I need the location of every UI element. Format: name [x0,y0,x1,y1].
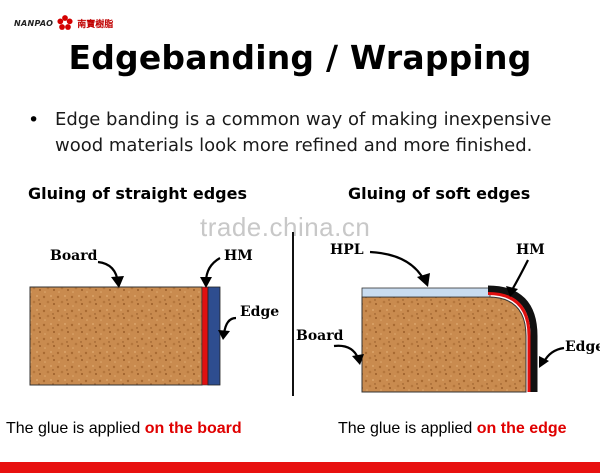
soft-edge-band [487,285,538,392]
board-arrow-head [111,276,124,288]
hpl-arrow [369,250,425,281]
logo-chinese-name: 南寶樹脂 [77,19,114,30]
bullet-point-icon: • [28,109,40,131]
label-board-left: Board [50,248,98,264]
label-edge-left: Edge [240,304,280,320]
soft-glue-layer [487,292,531,392]
label-hm-left: HM [224,248,253,264]
logo-wordmark: NANPAO [14,18,54,28]
logo: NANPAO 南寶樹脂 [14,14,113,32]
hm-arrow-left-head [200,277,212,288]
hpl-arrow-head [417,273,430,287]
edge-arrow-right [543,346,565,363]
caption-soft-highlight: on the edge [476,420,567,437]
hpl-layer [361,287,491,298]
edge-arrow-right-head [539,356,549,368]
flower-logo-icon [57,15,73,30]
hm-arrow-right [511,259,529,291]
caption-straight-highlight: on the board [144,420,242,437]
caption-soft-prefix: The glue is applied [338,420,477,437]
label-edge-right: Edge [565,339,600,355]
bullet-text: Edge banding is a common way of making i… [55,109,552,156]
soft-board [362,297,526,392]
caption-straight-prefix: The glue is applied [6,420,145,437]
label-hm-right: HM [516,242,545,258]
caption-soft: The glue is applied on the edge [338,420,567,438]
straight-glue-layer [201,286,209,386]
section-divider [292,232,294,396]
straight-edges-heading: Gluing of straight edges [28,184,247,203]
label-board-right: Board [296,328,344,344]
soft-board-outline [361,296,527,393]
straight-edge-band [207,286,221,386]
watermark: trade.china.cn [200,212,371,242]
board-arrow-right-head [352,354,364,365]
straight-board [29,286,203,386]
edge-arrow-left-head [218,330,230,340]
hm-arrow-right-head [506,286,518,297]
page-title: Edgebanding / Wrapping [68,38,532,77]
edgebanding-diagram [29,250,565,393]
caption-straight: The glue is applied on the board [6,420,242,438]
bottom-accent-bar [0,462,600,473]
label-hpl: HPL [330,242,364,258]
soft-edges-heading: Gluing of soft edges [348,184,531,203]
